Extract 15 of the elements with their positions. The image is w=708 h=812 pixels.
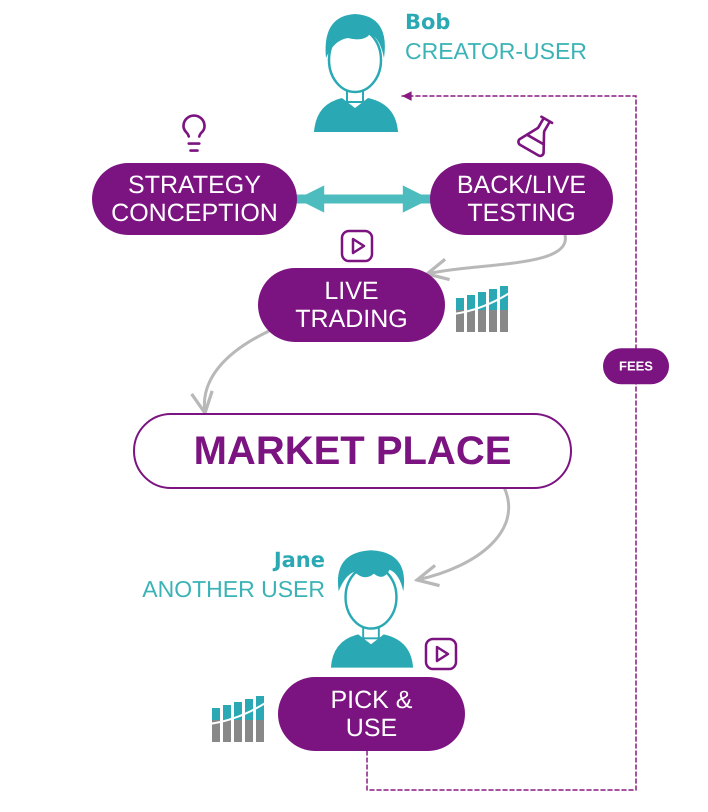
person-name: Jane [274, 547, 325, 574]
node-text: MARKET PLACE [192, 428, 512, 475]
process-pill [258, 268, 445, 342]
edge-label: FEES [603, 348, 669, 384]
node-text: BACK/LIVE TESTING [456, 171, 588, 227]
curved-arrow [415, 488, 510, 586]
role-label: ANOTHER USER [142, 575, 325, 604]
node-text: LIVE TRADING [294, 277, 409, 333]
curved-arrow [425, 234, 567, 282]
node-text: PICK & USE [330, 686, 414, 742]
node-text: STRATEGY CONCEPTION [110, 171, 279, 227]
role-label: CREATOR-USER [405, 37, 587, 66]
person-name: Bob [405, 9, 450, 36]
curved-arrow [191, 329, 271, 415]
dashed-arrow [366, 91, 637, 791]
